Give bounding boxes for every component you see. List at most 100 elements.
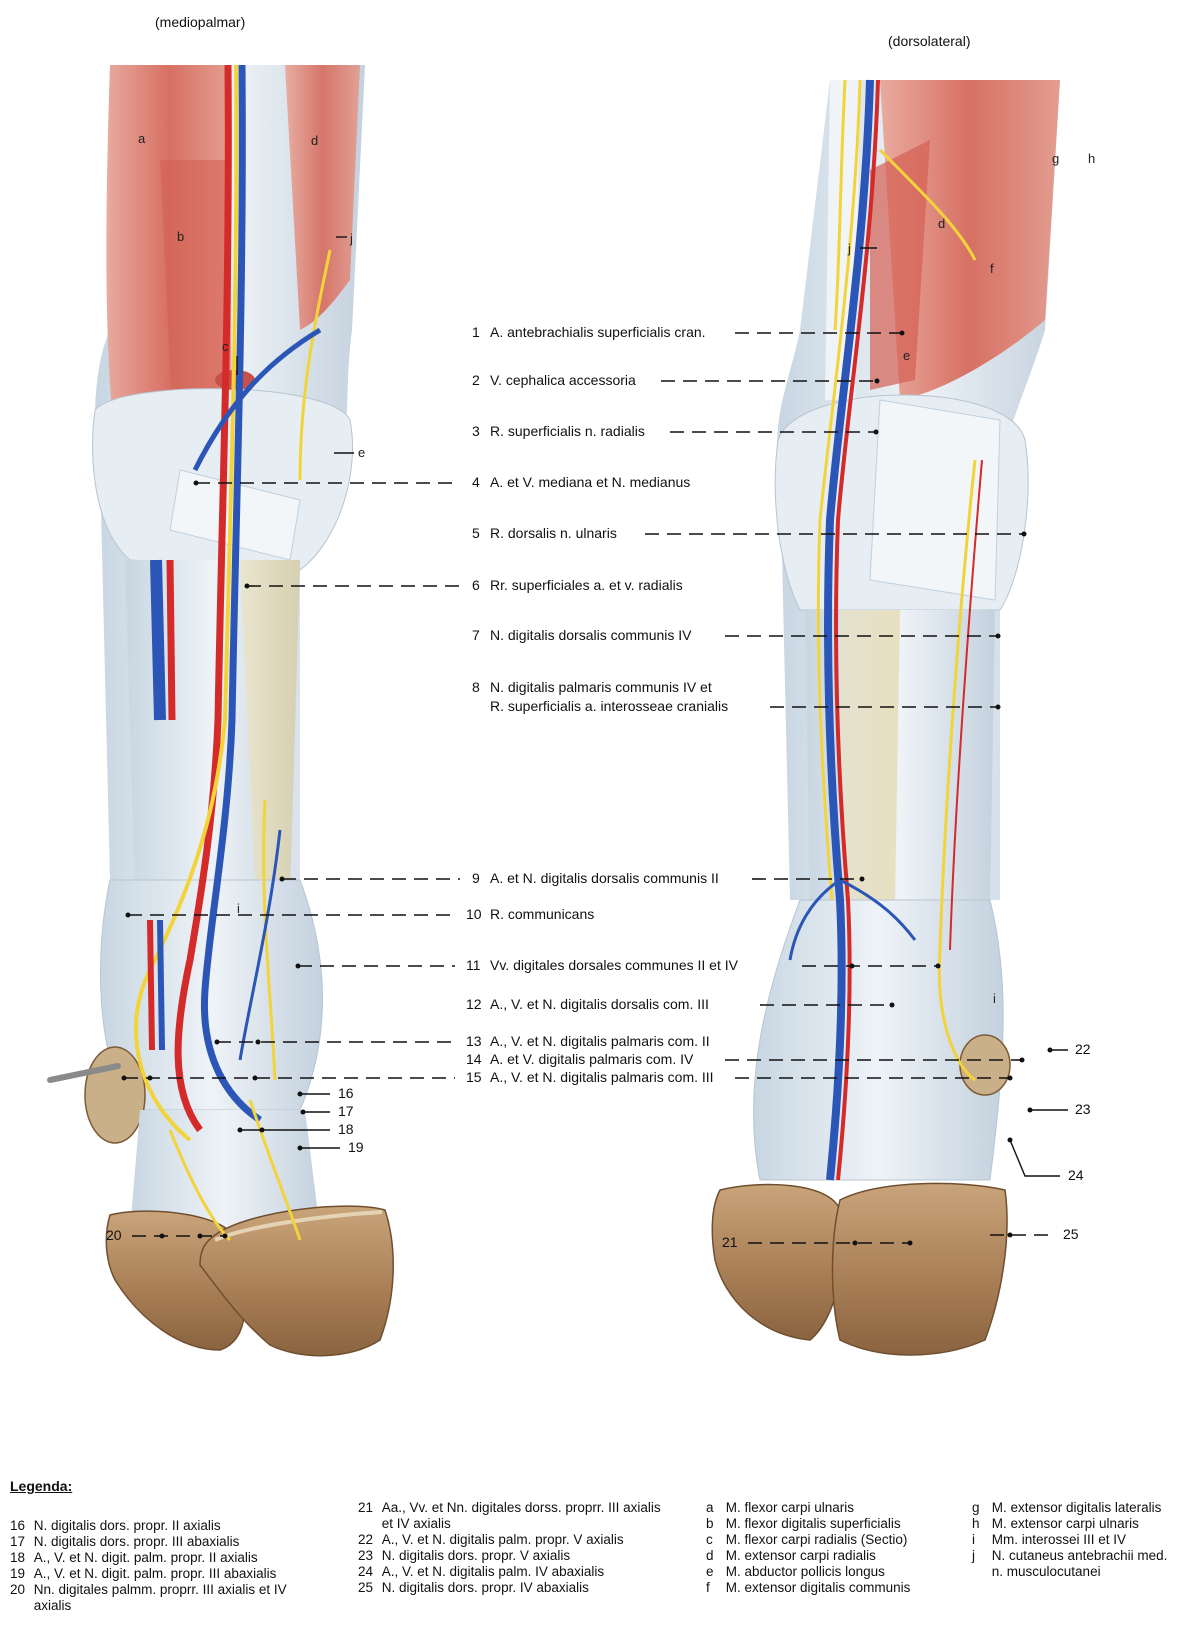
svg-text:5: 5 <box>472 525 480 541</box>
label-17: 17 <box>300 1103 354 1119</box>
svg-text:A., V. et N. digitalis dorsali: A., V. et N. digitalis dorsalis com. III <box>490 996 709 1012</box>
legend-item: 25 N. digitalis dors. propr. IV abaxiali… <box>358 1580 589 1595</box>
legend-item: e M. abductor pollicis longus <box>706 1564 885 1579</box>
svg-text:Vv. digitales dorsales commune: Vv. digitales dorsales communes II et IV <box>490 957 739 973</box>
view-title-left: (mediopalmar) <box>155 14 245 30</box>
svg-text:8: 8 <box>472 679 480 695</box>
legend-item: 21 Aa., Vv. et Nn. digitales dorss. prop… <box>358 1500 661 1531</box>
label-25: 25 <box>990 1226 1079 1242</box>
legend-item: h M. extensor carpi ulnaris <box>972 1516 1139 1531</box>
legend-item: i Mm. interossei III et IV <box>972 1532 1127 1547</box>
legend-item: 17 N. digitalis dors. propr. III abaxial… <box>10 1534 240 1549</box>
legend-item: 20 Nn. digitales palmm. proprr. III axia… <box>10 1582 287 1613</box>
legend-col-3: a M. flexor carpi ulnaris b M. flexor di… <box>706 1500 956 1596</box>
legend-item: j N. cutaneus antebrachii med. n. muscul… <box>972 1548 1168 1579</box>
svg-text:4: 4 <box>472 474 480 490</box>
label-8: 8 N. digitalis palmaris communis IV et R… <box>472 679 1001 714</box>
svg-text:12: 12 <box>466 996 482 1012</box>
label-12: 12 A., V. et N. digitalis dorsalis com. … <box>466 996 895 1012</box>
label-7: 7 N. digitalis dorsalis communis IV <box>472 627 1001 643</box>
svg-text:21: 21 <box>722 1234 738 1250</box>
label-2: 2 V. cephalica accessoria <box>472 372 880 388</box>
legend-item: 22 A., V. et N. digitalis palm. propr. V… <box>358 1532 624 1547</box>
svg-text:6: 6 <box>472 577 480 593</box>
svg-text:V. cephalica accessoria: V. cephalica accessoria <box>490 372 636 388</box>
legend-item: 24 A., V. et N. digitalis palm. IV abaxi… <box>358 1564 605 1579</box>
svg-text:10: 10 <box>466 906 482 922</box>
svg-text:23: 23 <box>1075 1101 1091 1117</box>
svg-text:20: 20 <box>106 1227 122 1243</box>
svg-text:A., V. et N. digitalis palmari: A., V. et N. digitalis palmaris com. III <box>490 1069 714 1085</box>
svg-text:R. superficialis a. interossea: R. superficialis a. interosseae craniali… <box>490 698 728 714</box>
svg-text:R. dorsalis n. ulnaris: R. dorsalis n. ulnaris <box>490 525 617 541</box>
label-19: 19 <box>297 1139 364 1155</box>
label-22: 22 <box>1047 1041 1091 1057</box>
legend-item: d M. extensor carpi radialis <box>706 1548 876 1563</box>
svg-text:22: 22 <box>1075 1041 1091 1057</box>
label-13: 13 A., V. et N. digitalis palmaris com. … <box>214 1033 710 1049</box>
svg-text:Rr. superficiales a. et v. rad: Rr. superficiales a. et v. radialis <box>490 577 683 593</box>
svg-text:18: 18 <box>338 1121 354 1137</box>
legend-title: Legenda: <box>10 1478 73 1494</box>
svg-text:16: 16 <box>338 1085 354 1101</box>
svg-text:R. communicans: R. communicans <box>490 906 594 922</box>
muscle-letter-i-right: i <box>993 991 996 1006</box>
label-24: 24 <box>1007 1137 1084 1183</box>
label-21: 21 <box>722 1234 913 1250</box>
legend-item: 19 A., V. et N. digit. palm. propr. III … <box>10 1566 277 1581</box>
muscle-letter-e-left: e <box>358 445 365 460</box>
svg-text:R. superficialis n. radialis: R. superficialis n. radialis <box>490 423 645 439</box>
legend-item: f M. extensor digitalis communis <box>706 1580 911 1595</box>
label-3: 3 R. superficialis n. radialis <box>472 423 879 439</box>
label-14: 14 A. et V. digitalis palmaris com. IV <box>466 1051 1025 1067</box>
label-20: 20 <box>106 1227 228 1243</box>
svg-text:17: 17 <box>338 1103 354 1119</box>
view-title-right: (dorsolateral) <box>888 33 970 49</box>
svg-text:11: 11 <box>466 957 481 973</box>
svg-text:7: 7 <box>472 627 480 643</box>
svg-text:A., V. et N. digitalis palmari: A., V. et N. digitalis palmaris com. II <box>490 1033 710 1049</box>
legend-item: 18 A., V. et N. digit. palm. propr. II a… <box>10 1550 258 1565</box>
legend-col-2: 21 Aa., Vv. et Nn. digitales dorss. prop… <box>358 1500 688 1596</box>
muscle-letter-d-left: d <box>311 133 318 148</box>
svg-text:2: 2 <box>472 372 480 388</box>
muscle-letter-b: b <box>177 229 184 244</box>
legend-item: a M. flexor carpi ulnaris <box>706 1500 855 1515</box>
label-1: 1 A. antebrachialis superficialis cran. <box>472 324 905 340</box>
label-10: 10 R. communicans <box>125 906 594 922</box>
svg-text:3: 3 <box>472 423 480 439</box>
svg-text:15: 15 <box>466 1069 482 1085</box>
legend-item: g M. extensor digitalis lateralis <box>972 1500 1162 1515</box>
svg-text:14: 14 <box>466 1051 482 1067</box>
label-18: 18 <box>237 1121 354 1137</box>
muscle-letter-j-right: j <box>847 241 851 256</box>
svg-text:N. digitalis palmaris communis: N. digitalis palmaris communis IV et <box>490 679 712 695</box>
label-5: 5 R. dorsalis n. ulnaris <box>472 525 1027 541</box>
label-4: 4 A. et V. mediana et N. medianus <box>193 474 690 490</box>
svg-text:1: 1 <box>472 324 480 340</box>
right-leg-illustration <box>711 79 1060 1356</box>
label-16: 16 <box>297 1085 354 1101</box>
legend-item: 16 N. digitalis dors. propr. II axialis <box>10 1518 221 1533</box>
label-11: 11 Vv. digitales dorsales communes II et… <box>295 957 941 973</box>
muscle-letter-d-right: d <box>938 216 945 231</box>
muscle-letter-e-right: e <box>903 348 910 363</box>
left-leg-illustration <box>47 64 394 1357</box>
label-15: 15 A., V. et N. digitalis palmaris com. … <box>121 1069 1013 1085</box>
muscle-letter-a: a <box>138 131 146 146</box>
legend: Legenda: 16 N. digitalis dors. propr. II… <box>0 1478 1197 1650</box>
svg-text:A. et V. digitalis palmaris co: A. et V. digitalis palmaris com. IV <box>490 1051 694 1067</box>
legend-col-1: 16 N. digitalis dors. propr. II axialis … <box>10 1518 340 1614</box>
legend-col-4: g M. extensor digitalis lateralis h M. e… <box>972 1500 1190 1580</box>
legend-item: b M. flexor digitalis superficialis <box>706 1516 901 1531</box>
muscle-letter-h: h <box>1088 151 1095 166</box>
svg-text:13: 13 <box>466 1033 482 1049</box>
legend-item: c M. flexor carpi radialis (Sectio) <box>706 1532 908 1547</box>
svg-text:A. et V. mediana et N. medianu: A. et V. mediana et N. medianus <box>490 474 690 490</box>
svg-text:24: 24 <box>1068 1167 1084 1183</box>
label-23: 23 <box>1027 1101 1091 1117</box>
svg-text:A. et N. digitalis dorsalis co: A. et N. digitalis dorsalis communis II <box>490 870 719 886</box>
svg-text:A. antebrachialis superficiali: A. antebrachialis superficialis cran. <box>490 324 706 340</box>
svg-text:25: 25 <box>1063 1226 1079 1242</box>
